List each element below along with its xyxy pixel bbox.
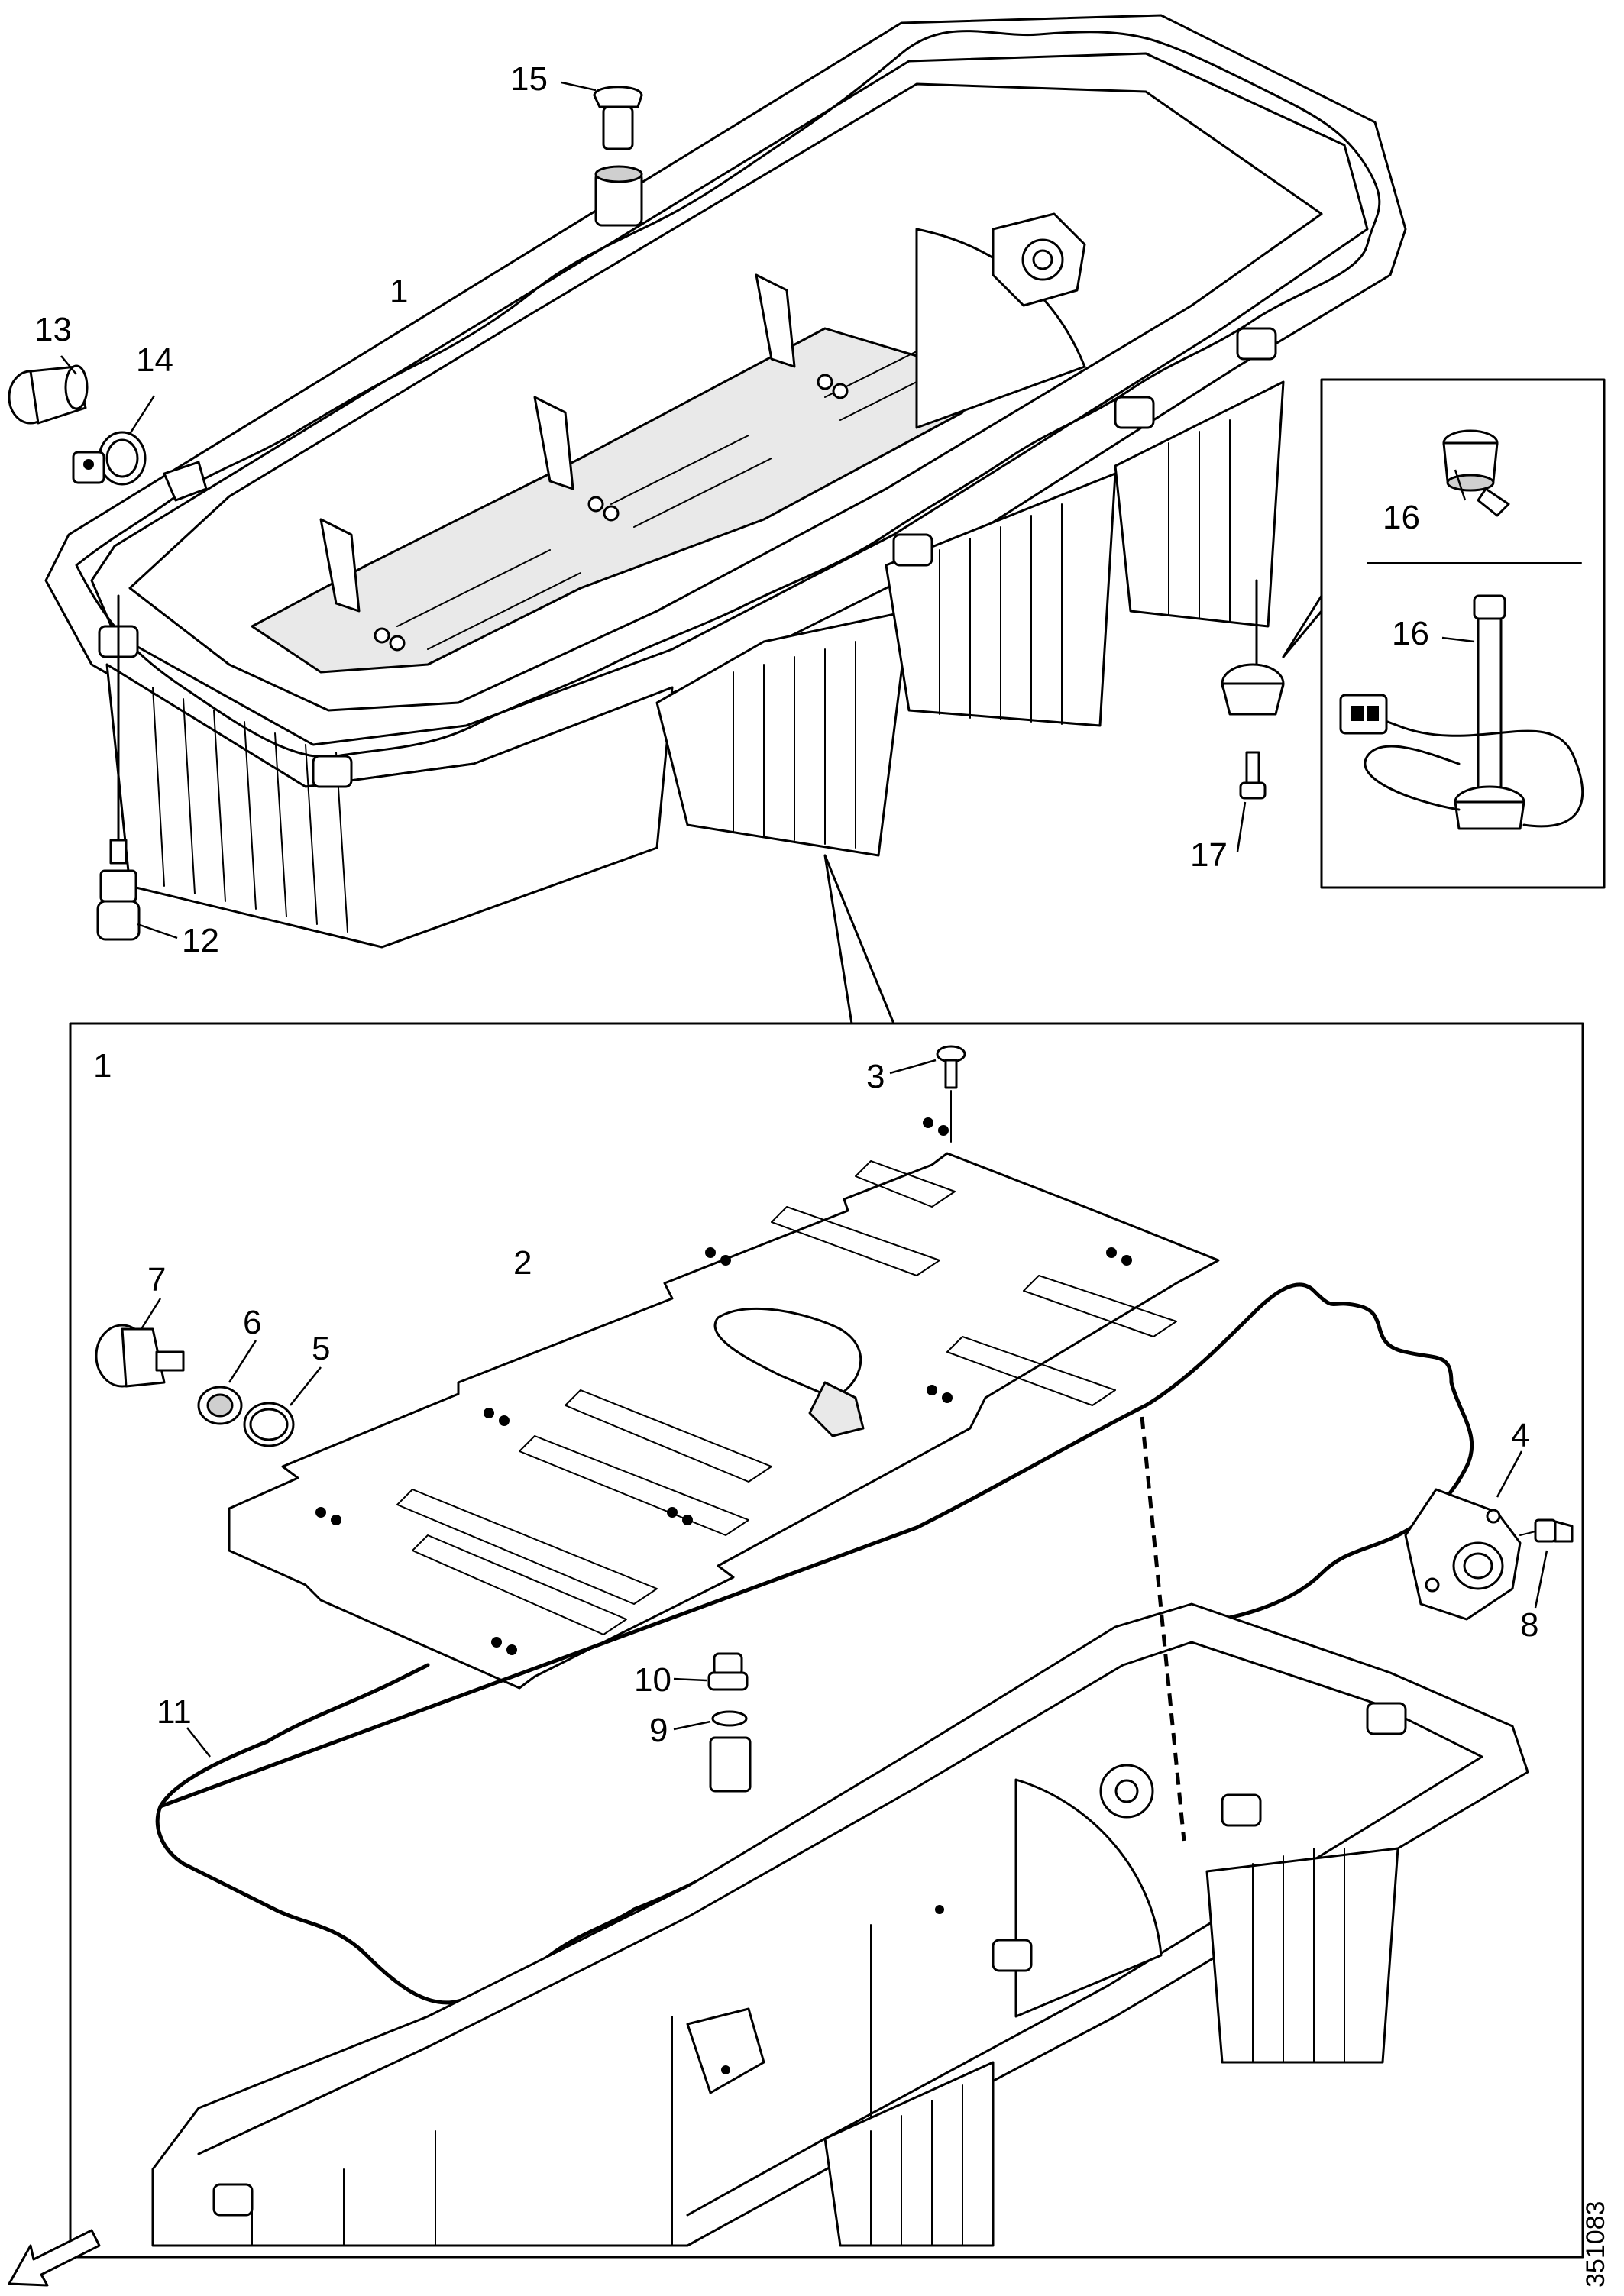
- callout-3: 3: [866, 1058, 885, 1095]
- part-4-flange-cover: [1404, 1488, 1522, 1621]
- callout-12: 12: [182, 922, 219, 959]
- part-5-o-ring: [243, 1402, 295, 1447]
- detail-frame: [69, 1022, 1584, 2259]
- callout-16-b: 16: [1392, 615, 1429, 652]
- callout-7: 7: [147, 1261, 166, 1298]
- part-8-bolt: [1519, 1518, 1574, 1543]
- alignment-dashed-line: [1140, 1416, 1186, 1842]
- part-9-seal: [709, 1710, 752, 1793]
- forward-direction-arrow-icon: [8, 2229, 101, 2287]
- inset-sensor-variants: [1282, 378, 1606, 889]
- document-id: 351083: [1581, 2201, 1610, 2288]
- part-17-screw: [1239, 751, 1267, 800]
- part-2-windage-tray: [228, 1117, 1220, 1690]
- oil-sump-assembly: [44, 14, 1407, 949]
- callout-4: 4: [1511, 1417, 1529, 1454]
- callout-2: 2: [513, 1244, 532, 1282]
- callout-8: 8: [1520, 1606, 1538, 1644]
- callout-6: 6: [243, 1304, 261, 1341]
- part-10-plug: [707, 1652, 749, 1691]
- sump-lower-view: [151, 1602, 1529, 2247]
- callout-14: 14: [136, 341, 173, 379]
- part-16-sensor-on-sump: [1221, 579, 1285, 716]
- part-14-clamp: [72, 431, 208, 502]
- callout-labels: 15 1 13 14 12 17 16 16 1 3 2 7 6 5 4 8 1…: [34, 60, 1538, 1749]
- callout-16-a: 16: [1383, 499, 1420, 536]
- callout-1-top: 1: [390, 273, 408, 310]
- callout-11: 11: [157, 1693, 192, 1731]
- part-15-plug: [593, 86, 643, 227]
- part-13-cap: [8, 364, 89, 425]
- callout-9: 9: [649, 1712, 668, 1749]
- callout-13: 13: [34, 311, 72, 348]
- callout-17: 17: [1190, 836, 1228, 874]
- sump-ribs: [152, 419, 1231, 933]
- part-16-sensor-plug: [1442, 429, 1510, 517]
- part-3-screw: [936, 1045, 966, 1143]
- callout-5: 5: [312, 1330, 330, 1367]
- part-7-plug: [95, 1324, 185, 1388]
- callout-10: 10: [634, 1661, 671, 1699]
- callout-15: 15: [510, 60, 548, 98]
- part-16-level-sensor: [1339, 594, 1584, 830]
- part-12-drain-plug: [96, 594, 141, 941]
- callout-1-detail: 1: [93, 1047, 112, 1085]
- part-6-seal-ring: [197, 1386, 243, 1425]
- tray-ribs: [396, 1160, 1177, 1635]
